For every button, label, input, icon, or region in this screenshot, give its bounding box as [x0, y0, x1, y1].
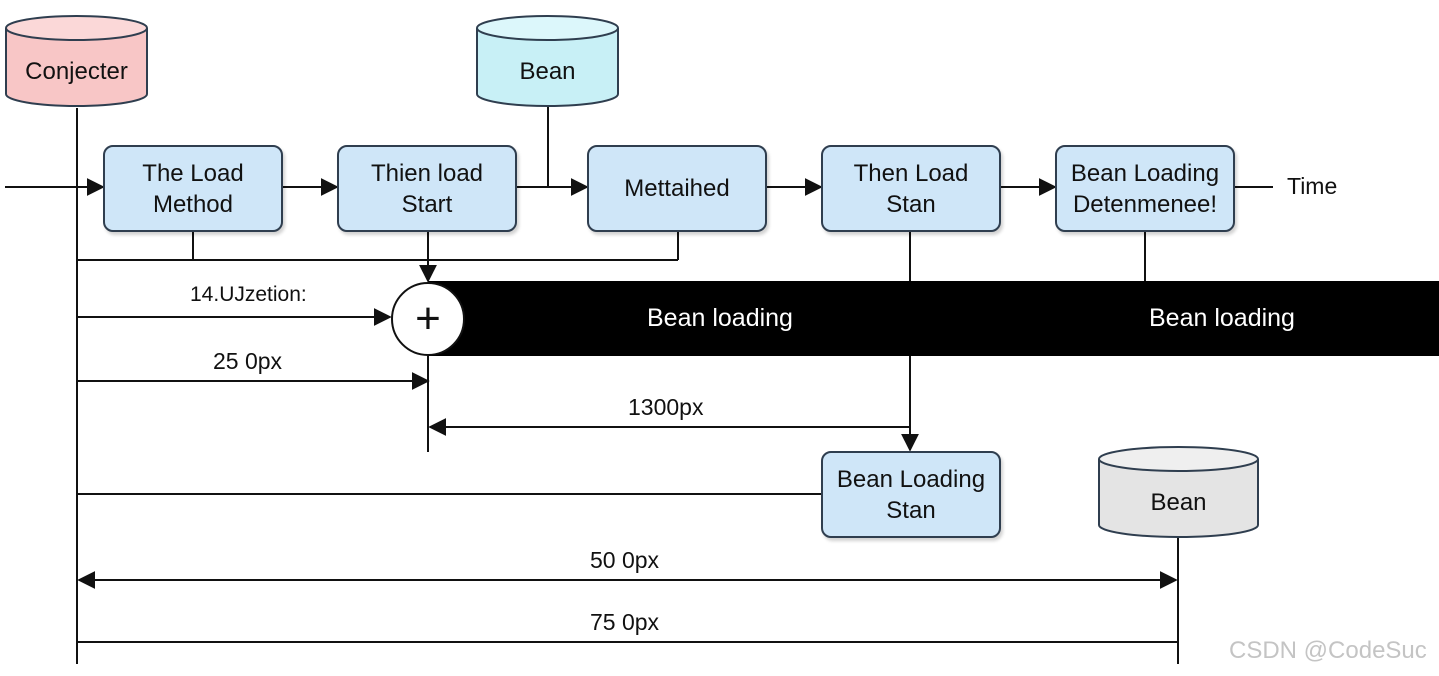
bean-bottom-cylinder: Bean: [1097, 445, 1260, 539]
dim-500-label: 50 0px: [590, 547, 660, 573]
plus-symbol: +: [415, 294, 441, 343]
utilization-label: 14.UJzetion:: [190, 283, 307, 306]
bean-top-label: Bean: [519, 58, 576, 85]
band-text-left: Bean loading: [647, 304, 793, 332]
then-load-stan-box: Then Load Stan: [821, 145, 1001, 232]
load-method-box: The Load Method: [103, 145, 283, 232]
bean-loading-determenee-box: Bean Loading Detenmenee!: [1055, 145, 1235, 232]
band-text-right: Bean loading: [1149, 304, 1295, 332]
bean-loading-band: [428, 281, 1439, 356]
mettaihed-box: Mettaihed: [587, 145, 767, 232]
time-label: Time: [1287, 173, 1338, 199]
conjecter-label: Conjecter: [25, 58, 128, 85]
dim-250-label: 25 0px: [213, 348, 283, 374]
cylinder-shape: [5, 15, 148, 107]
watermark: CSDN @CodeSuc: [1229, 637, 1427, 664]
thien-load-start-box: Thien load Start: [337, 145, 517, 232]
conjecter-cylinder: Conjecter: [4, 14, 149, 108]
bean-loading-stan-box: Bean Loading Stan: [821, 451, 1001, 538]
bean-bottom-label: Bean: [1150, 489, 1207, 516]
dim-750-label: 75 0px: [590, 609, 660, 635]
cylinder-shape: [1098, 446, 1259, 538]
dim-1300-label: 1300px: [628, 394, 704, 420]
bean-top-cylinder: Bean: [475, 14, 620, 108]
plus-circle: [391, 282, 465, 356]
cylinder-shape: [476, 15, 619, 107]
